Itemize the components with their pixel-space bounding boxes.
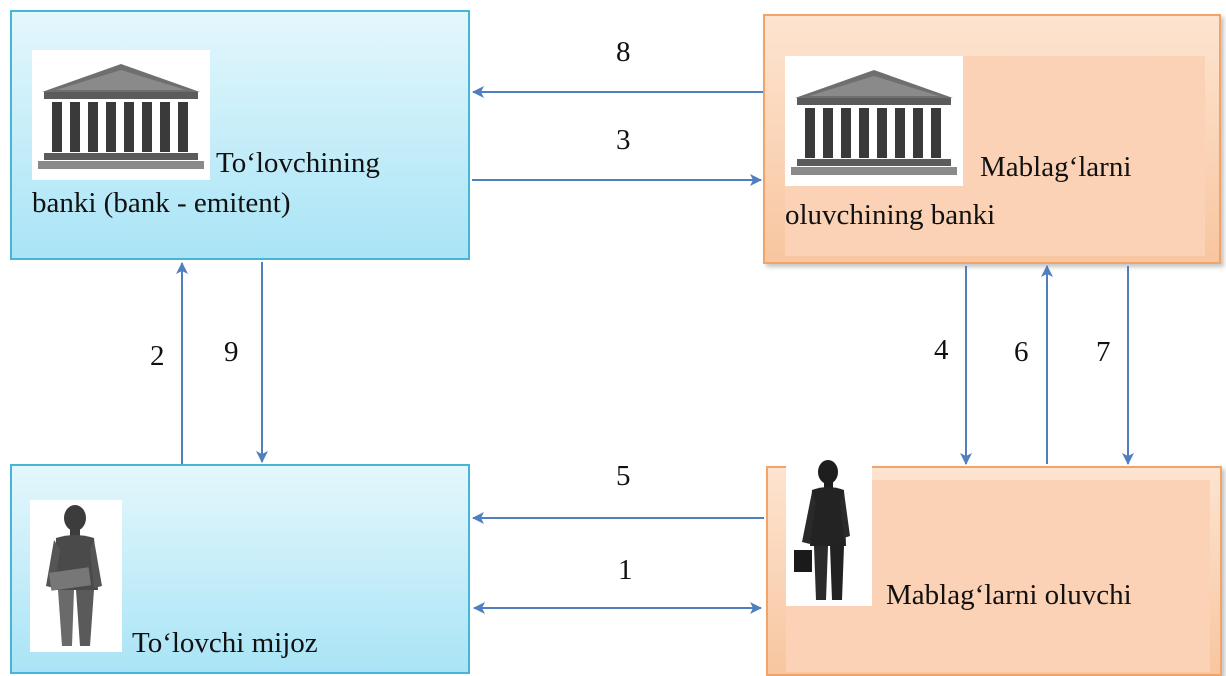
payee-label: Mablag‘larni oluvchi	[886, 579, 1132, 611]
person-icon	[30, 500, 122, 652]
step-label-8: 8	[616, 36, 631, 68]
payer-client-label: To‘lovchi mijoz	[132, 627, 318, 659]
step-label-2: 2	[150, 340, 165, 372]
step-label-5: 5	[616, 460, 631, 492]
payer-bank-box: To‘lovchining banki (bank - emitent)	[10, 10, 470, 260]
step-label-6: 6	[1014, 336, 1029, 368]
step-label-7: 7	[1096, 336, 1111, 368]
bank-building-icon	[32, 50, 210, 180]
step-label-4: 4	[934, 334, 949, 366]
payer-bank-label-line2: banki (bank - emitent)	[32, 187, 291, 219]
payee-box: Mablag‘larni oluvchi	[766, 450, 1222, 676]
payer-bank-label-line1: To‘lovchining	[216, 147, 380, 179]
step-label-3: 3	[616, 124, 631, 156]
payee-bank-label-line2: oluvchining banki	[785, 199, 996, 231]
payee-bank-label-line1: Mablag‘larni	[980, 151, 1132, 183]
step-label-9: 9	[224, 336, 239, 368]
step-label-1: 1	[618, 554, 633, 586]
payee-bank-box: Mablag‘larni oluvchining banki	[763, 14, 1221, 264]
businessman-icon	[786, 450, 872, 606]
bank-building-icon	[785, 56, 963, 186]
